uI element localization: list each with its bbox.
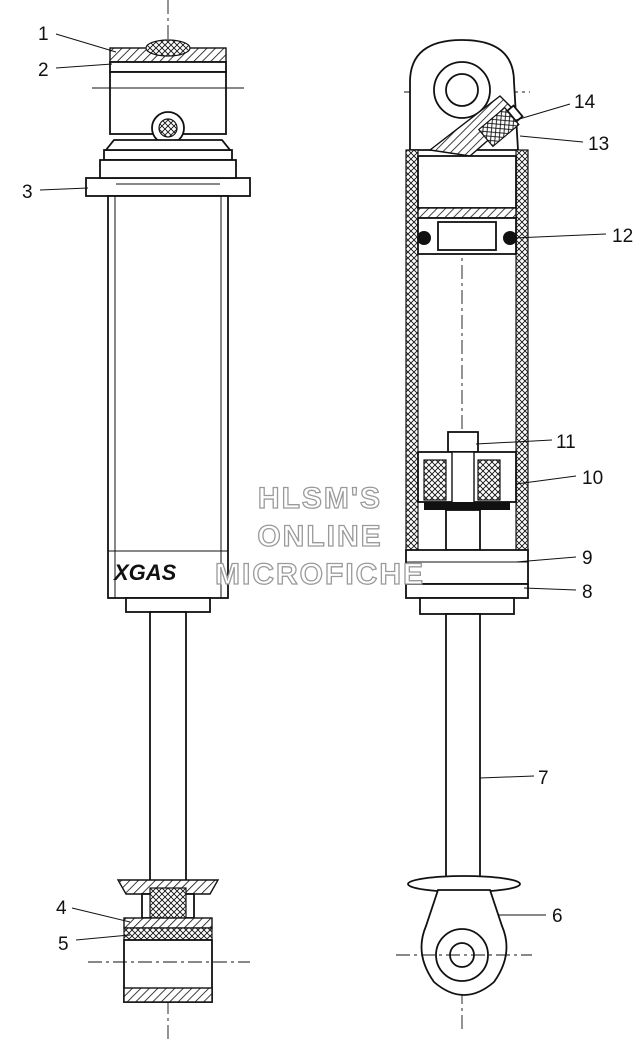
callout-8: 8 bbox=[582, 582, 593, 603]
callout-6: 6 bbox=[552, 906, 563, 927]
spring-seat-part-3 bbox=[85, 177, 251, 197]
sleeve-part-2 bbox=[109, 61, 227, 73]
watermark: HLSM'S ONLINE MICROFICHE bbox=[214, 481, 425, 591]
bushing-part-5 bbox=[123, 927, 213, 941]
callout-14: 14 bbox=[574, 92, 596, 113]
washer-part-4 bbox=[123, 917, 213, 929]
callout-7: 7 bbox=[538, 768, 549, 789]
callout-12: 12 bbox=[612, 226, 633, 247]
floating-piston-part-12 bbox=[417, 207, 517, 219]
leader-lines bbox=[39, 33, 607, 941]
callout-13: 13 bbox=[588, 134, 609, 155]
watermark-line-1: HLSM'S bbox=[258, 482, 382, 515]
piston-nut-part-11 bbox=[447, 431, 479, 453]
outer-wall-right bbox=[515, 149, 529, 597]
shock-body bbox=[107, 195, 229, 599]
bump-stop bbox=[116, 879, 220, 895]
callout-1: 1 bbox=[38, 24, 49, 45]
callout-3: 3 bbox=[22, 182, 33, 203]
logo-text: XGAS bbox=[112, 560, 177, 585]
outer-wall-left bbox=[405, 149, 419, 597]
callout-5: 5 bbox=[58, 934, 69, 955]
callout-9: 9 bbox=[582, 548, 593, 569]
callout-10: 10 bbox=[582, 468, 603, 489]
callout-11: 11 bbox=[556, 432, 576, 453]
callout-2: 2 bbox=[38, 60, 49, 81]
callout-labels: 1 2 3 4 5 6 7 8 9 10 11 12 13 14 bbox=[22, 24, 633, 955]
callout-4: 4 bbox=[56, 898, 67, 919]
piston-rod-part-7 bbox=[445, 613, 481, 881]
watermark-line-3: MICROFICHE bbox=[215, 558, 425, 591]
top-cap-boss bbox=[145, 39, 191, 57]
cutaway-view bbox=[396, 39, 532, 1030]
valve-cap bbox=[158, 118, 178, 138]
piston-rod-exterior bbox=[149, 611, 187, 883]
watermark-line-2: ONLINE bbox=[257, 520, 382, 553]
exterior-view: XGAS bbox=[85, 0, 251, 1040]
